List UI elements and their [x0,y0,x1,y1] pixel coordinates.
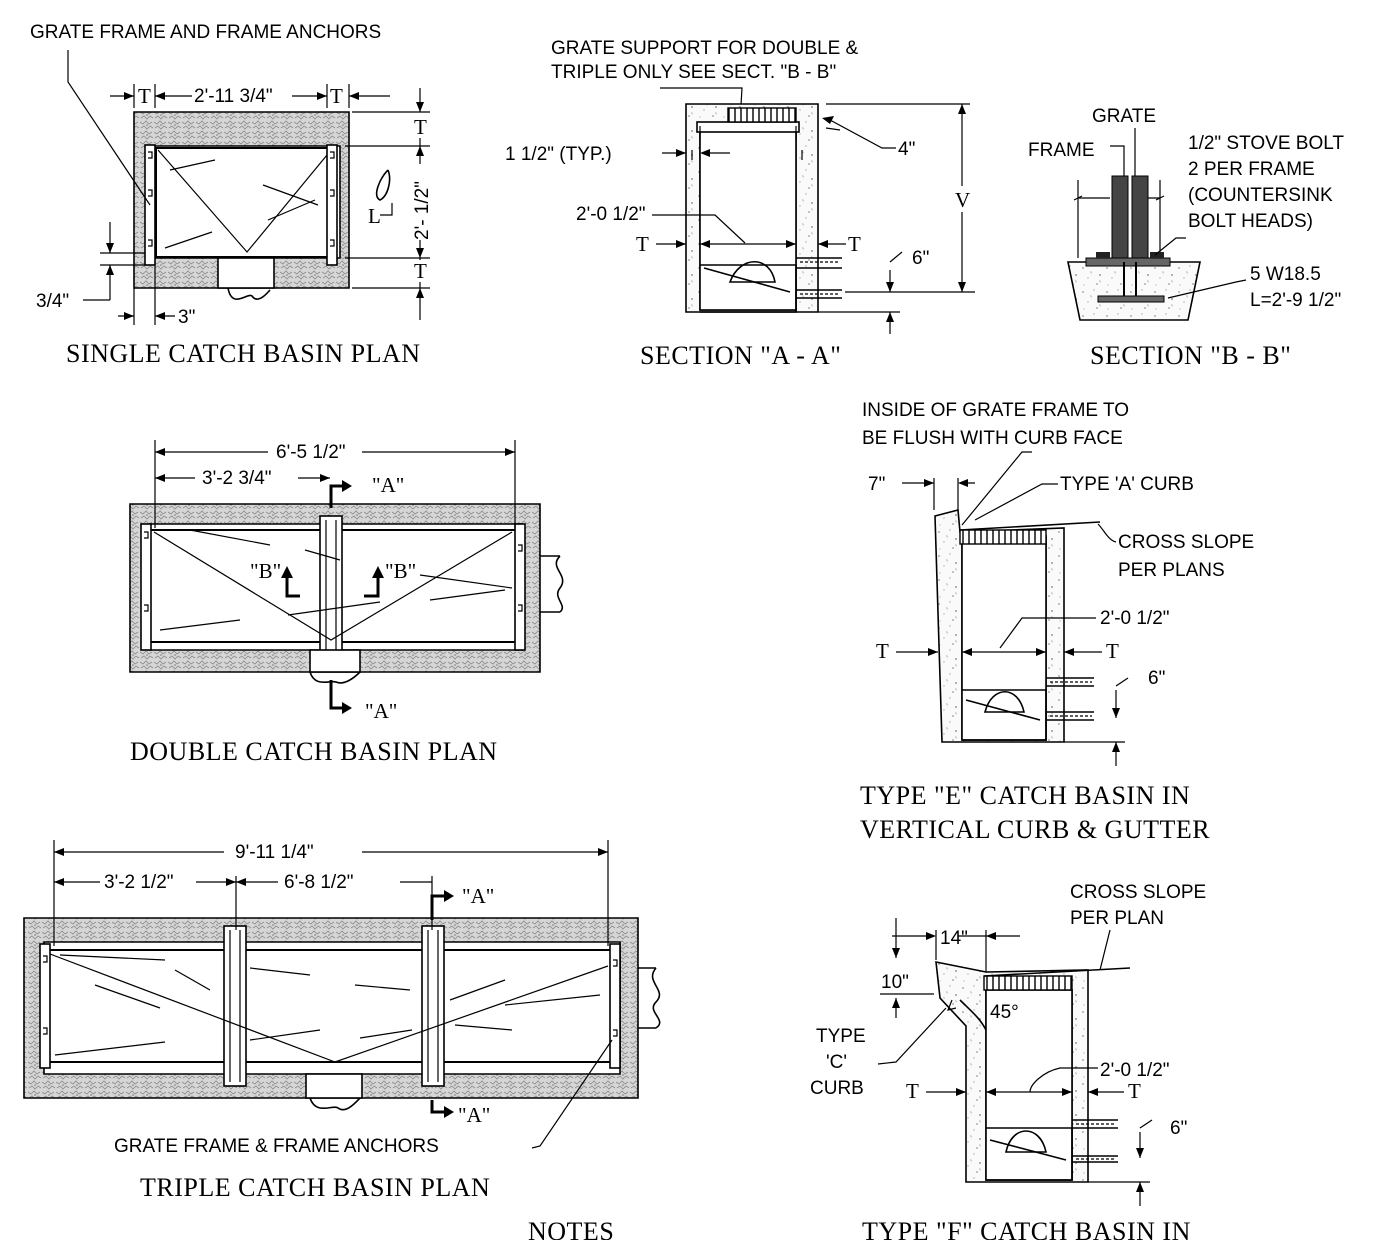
triple-catch-basin-plan: 9'-11 1/4" 3'-2 1/2" 6'-8 1/2" "A" "A" G… [23,840,661,1202]
triple-callout: GRATE FRAME & FRAME ANCHORS [114,1136,439,1157]
double-dim-half: 3'-2 3/4" [202,468,272,489]
double-catch-basin-plan: 6'-5 1/2" 3'-2 3/4" "A" "A" "B" "B" DOUB… [129,440,564,766]
section-b-b: GRATE FRAME 1/2" STOVE BOLT 2 PER FRAME … [1028,106,1344,370]
single-dim-width: 2'-11 3/4" [194,86,273,107]
double-cut-b-right: "B" [385,559,416,583]
type-e-slope-1: CROSS SLOPE [1118,532,1254,553]
section-b-bolt-3: (COUNTERSINK [1188,185,1333,206]
triple-dim-a: 3'-2 1/2" [104,872,174,893]
single-dim-t-top: T [414,115,427,139]
single-callout: GRATE FRAME AND FRAME ANCHORS [30,22,381,43]
type-e-dim-width: 2'-0 1/2" [1100,608,1170,629]
single-dim-l: L [368,204,381,228]
section-b-beam-1: 5 W18.5 [1250,264,1321,285]
type-f-dim-6: 6" [1170,1118,1187,1139]
section-a-dim-t-left: T [636,232,649,256]
type-f-curb-1: TYPE [816,1026,866,1047]
type-e-note-2: BE FLUSH WITH CURB FACE [862,428,1123,449]
section-a-dim-4: 4" [898,139,915,160]
section-a-dim-t-right: T [848,232,861,256]
type-f-slope-1: CROSS SLOPE [1070,882,1206,903]
type-f-title: TYPE "F" CATCH BASIN IN [862,1217,1191,1240]
type-f-dim-14: 14" [940,928,968,949]
type-f-catch-basin: CROSS SLOPE PER PLAN 14" 10" 45° TYPE 'C… [810,882,1206,1240]
section-b-title: SECTION "B - B" [1090,341,1291,370]
section-b-beam-2: L=2'-9 1/2" [1250,290,1341,311]
section-a-dim-typ: 1 1/2" (TYP.) [505,144,612,165]
section-a-callout-1: GRATE SUPPORT FOR DOUBLE & [551,38,859,59]
type-e-title-2: VERTICAL CURB & GUTTER [860,815,1210,844]
single-plan-title: SINGLE CATCH BASIN PLAN [66,339,421,368]
type-e-title-1: TYPE "E" CATCH BASIN IN [860,781,1190,810]
section-a-dim-6: 6" [912,248,929,269]
single-dim-3: 3" [178,307,195,328]
section-a-a: GRATE SUPPORT FOR DOUBLE & TRIPLE ONLY S… [505,38,975,370]
type-f-curb-2: 'C' [826,1052,847,1073]
type-e-dim-6: 6" [1148,668,1165,689]
type-e-dim-7: 7" [868,474,885,495]
section-b-frame: FRAME [1028,140,1095,161]
section-a-callout-2: TRIPLE ONLY SEE SECT. "B - B" [551,62,836,83]
type-e-slope-2: PER PLANS [1118,560,1225,581]
double-cut-a-bottom: "A" [365,699,397,723]
double-dim-total: 6'-5 1/2" [276,442,346,463]
single-dim-t-bottom: T [414,259,427,283]
triple-dim-b: 6'-8 1/2" [284,872,354,893]
triple-cut-a-top: "A" [462,884,494,908]
type-f-angle: 45° [990,1002,1019,1023]
type-e-curb: TYPE 'A' CURB [1060,474,1194,495]
type-e-catch-basin: INSIDE OF GRATE FRAME TO BE FLUSH WITH C… [860,400,1254,844]
double-plan-title: DOUBLE CATCH BASIN PLAN [130,737,498,766]
single-dim-t-left: T [138,84,151,108]
triple-plan-title: TRIPLE CATCH BASIN PLAN [140,1173,490,1202]
type-e-dim-t-left: T [876,639,889,663]
single-dim-height: 2'- 1/2" [412,181,433,240]
type-f-slope-2: PER PLAN [1070,908,1164,929]
section-b-bolt-2: 2 PER FRAME [1188,159,1315,180]
type-f-dim-t-left: T [906,1079,919,1103]
triple-dim-total: 9'-11 1/4" [235,842,314,863]
type-e-note-1: INSIDE OF GRATE FRAME TO [862,400,1129,421]
type-f-dim-t-right: T [1128,1079,1141,1103]
section-a-dim-v: V [955,188,970,212]
section-b-bolt-4: BOLT HEADS) [1188,211,1313,232]
notes-heading: NOTES [528,1217,614,1240]
type-f-dim-width: 2'-0 1/2" [1100,1060,1170,1081]
double-cut-b-left: "B" [250,559,281,583]
single-dim-t-right: T [330,84,343,108]
section-a-title: SECTION "A - A" [640,341,841,370]
double-cut-a-top: "A" [372,473,404,497]
triple-cut-a-bottom: "A" [458,1103,490,1127]
type-f-curb-3: CURB [810,1078,864,1099]
type-f-dim-10: 10" [881,972,909,993]
section-b-grate: GRATE [1092,106,1156,127]
single-catch-basin-plan: L GRATE FRAME AND FRAME ANCHORS T 2'-11 … [30,22,434,368]
single-dim-34: 3/4" [36,291,69,312]
type-e-dim-t-right: T [1106,639,1119,663]
section-a-dim-width: 2'-0 1/2" [576,204,646,225]
section-b-bolt-1: 1/2" STOVE BOLT [1188,133,1344,154]
